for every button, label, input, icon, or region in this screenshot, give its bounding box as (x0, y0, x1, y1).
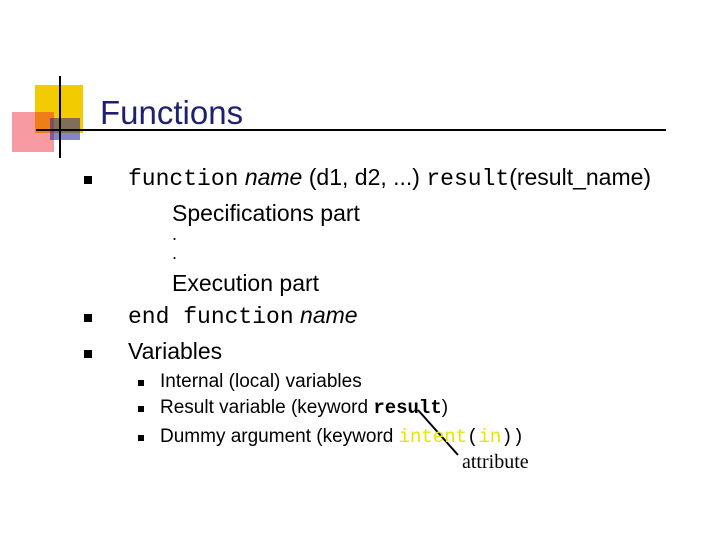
function-name: name (244, 164, 303, 190)
bullet-variables (84, 350, 92, 358)
execution-part: Execution part (172, 270, 320, 296)
sub-bullet-result (138, 406, 144, 412)
title-underline (36, 129, 666, 131)
result-keyword: result (426, 166, 510, 192)
sub-bullet-internal (138, 380, 144, 386)
dummy-argument-prefix: Dummy argument (keyword (160, 426, 399, 447)
logo-vertical-line (59, 76, 61, 158)
result-variable-suffix: ) (441, 397, 449, 418)
result-variable: Result variable (keyword result) (160, 397, 448, 419)
sub-bullet-dummy (138, 435, 144, 441)
in-keyword: in (478, 426, 502, 448)
function-signature: function name (d1, d2, ...) result(resul… (128, 164, 651, 192)
specifications-part: Specifications part (172, 200, 360, 226)
intent-keyword: intent (398, 426, 468, 448)
attribute-annotation: attribute (462, 451, 529, 473)
function-args: (d1, d2, ...) (302, 164, 427, 190)
internal-variables: Internal (local) variables (160, 371, 362, 392)
result-variable-keyword: result (373, 397, 442, 419)
slide-title: Functions (100, 94, 244, 131)
end-function-line: end function name (128, 302, 358, 330)
function-keyword: function (128, 166, 239, 192)
annotation-arrow (417, 409, 459, 456)
end-function-name: name (300, 302, 358, 328)
dummy-argument: Dummy argument (keyword intent(in)) (160, 426, 524, 448)
logo-red-square (12, 112, 54, 152)
intent-open-paren: ( (467, 426, 479, 448)
bullet-end-function (84, 314, 92, 322)
ellipsis-dot-1: . (172, 224, 178, 244)
result-arg: (result_name) (509, 164, 652, 190)
result-variable-prefix: Result variable (keyword (160, 397, 374, 418)
ellipsis-dot-2: . (172, 243, 178, 263)
bullet-function (84, 176, 92, 184)
end-function-keyword: end function (128, 304, 294, 330)
variables-heading: Variables (128, 338, 223, 364)
intent-close-parens: )) (501, 426, 525, 448)
